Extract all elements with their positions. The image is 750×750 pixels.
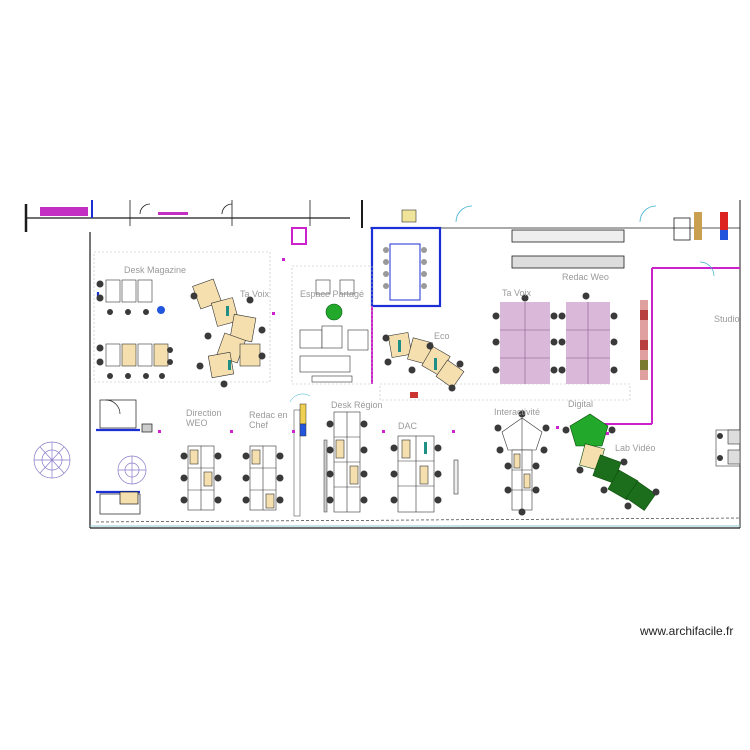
label-studio: Studio xyxy=(714,314,740,324)
ta-voix-1-furniture xyxy=(190,278,266,388)
digital-furniture xyxy=(562,413,660,511)
top-right-rooms xyxy=(455,205,728,269)
direction-weo-furniture xyxy=(180,445,222,511)
corridor-shelving xyxy=(289,393,328,517)
desk-magazine-furniture xyxy=(96,279,173,379)
markers xyxy=(158,258,609,435)
blue-walls xyxy=(96,292,140,494)
redac-weo-zone xyxy=(558,292,618,384)
label-eco: Eco xyxy=(434,331,450,341)
desk-region-furniture xyxy=(326,411,368,513)
lab-video-furniture xyxy=(715,429,741,467)
label-dac: DAC xyxy=(398,421,418,431)
studio-furniture xyxy=(640,261,715,380)
top-rooms xyxy=(40,200,311,245)
staircases xyxy=(33,441,147,485)
label-ta-voix-2: Ta Voix xyxy=(502,288,532,298)
label-direction-weo: Direction WEO xyxy=(186,408,222,428)
label-espace-partage: Espace Partagé xyxy=(300,289,365,299)
left-small-rooms xyxy=(99,399,153,515)
label-redac-weo: Redac Weo xyxy=(562,272,609,282)
label-digital: Digital xyxy=(568,399,594,409)
conference-room xyxy=(370,209,442,308)
label-desk-region: Desk Région xyxy=(331,400,383,410)
eco-furniture xyxy=(382,332,465,398)
dac-furniture xyxy=(390,435,459,513)
label-ta-voix-1: Ta Voix xyxy=(240,289,270,299)
watermark: www.archifacile.fr xyxy=(640,624,734,638)
espace-partage-furniture xyxy=(299,279,369,383)
interactivite-furniture xyxy=(494,410,550,516)
label-interactivite: Interactivité xyxy=(494,407,541,417)
label-lab-video: Lab Vidéo xyxy=(615,443,656,453)
label-desk-magazine: Desk Magazine xyxy=(124,265,187,275)
redac-en-chef-furniture xyxy=(242,445,284,511)
ta-voix-2-zone xyxy=(492,294,558,384)
label-redac-en-chef: Redac en Chef xyxy=(249,410,288,430)
